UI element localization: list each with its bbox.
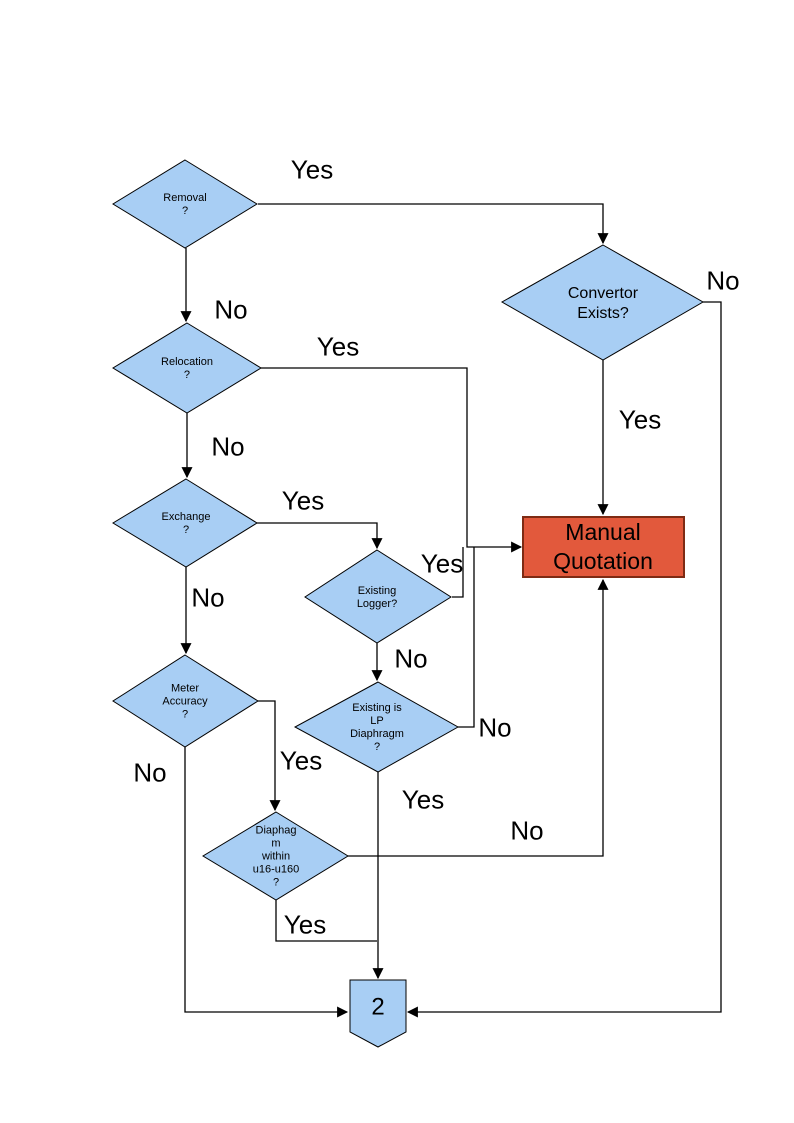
node-meter-accuracy-label: Meter Accuracy ? xyxy=(162,682,208,721)
edge-label-meter-accuracy-no: No xyxy=(133,757,167,788)
edge-label-removal-no: No xyxy=(214,294,248,325)
node-manual-quotation-shape xyxy=(522,516,685,578)
node-existing-lp-diaphragm-label: Existing is LP Diaphragm ? xyxy=(350,702,404,753)
edge-label-existing-lp-no: No xyxy=(478,712,512,743)
edge-convertor-no xyxy=(406,301,722,1018)
edge-label-diaphragm-yes: Yes xyxy=(283,909,327,940)
node-relocation-label: Relocation ? xyxy=(161,356,213,381)
node-convertor-exists-label: Convertor Exists? xyxy=(567,285,639,322)
edge-label-convertor-yes: Yes xyxy=(618,404,662,435)
edge-label-relocation-yes: Yes xyxy=(316,331,360,362)
edge-label-removal-yes: Yes xyxy=(290,154,334,185)
node-removal-shape xyxy=(112,159,258,249)
edge-diaphragm-yes xyxy=(275,900,377,942)
node-convertor-exists-shape xyxy=(500,244,705,361)
edge-label-relocation-no: No xyxy=(211,431,245,462)
edge-existing-lp-no xyxy=(458,547,475,728)
node-existing-logger-label: Existing Logger? xyxy=(356,585,398,610)
node-manual-quotation-label: Manual Quotation xyxy=(553,519,653,574)
node-offpage-connector-label: 2 xyxy=(371,993,385,1021)
node-offpage-connector-shape xyxy=(349,979,407,1048)
edge-exchange-yes xyxy=(257,522,383,550)
node-existing-logger-shape xyxy=(304,549,452,644)
edge-label-meter-accuracy-yes: Yes xyxy=(279,745,323,776)
edge-label-existing-lp-yes: Yes xyxy=(401,784,445,815)
edge-relocation-yes xyxy=(261,367,523,553)
edge-meter-accuracy-yes xyxy=(258,700,281,812)
edge-label-existing-logger-yes: Yes xyxy=(420,548,464,579)
node-diaphragm-range-shape xyxy=(202,811,349,901)
node-exchange-shape xyxy=(112,478,258,568)
edge-existing-logger-yes xyxy=(452,547,464,598)
node-existing-lp-diaphragm-shape xyxy=(293,681,460,773)
edge-label-exchange-yes: Yes xyxy=(281,485,325,516)
node-relocation-shape xyxy=(112,322,262,414)
node-exchange-label: Exchange ? xyxy=(161,511,211,536)
edge-removal-yes xyxy=(258,203,609,245)
node-removal-label: Removal ? xyxy=(163,192,207,217)
edge-meter-accuracy-no xyxy=(184,747,349,1018)
node-diaphragm-range-label: Diaphag m within u16-u160 ? xyxy=(252,824,300,889)
edge-label-convertor-no: No xyxy=(706,265,740,296)
edge-label-diaphragm-no: No xyxy=(510,815,544,846)
node-meter-accuracy-shape xyxy=(112,654,259,748)
edge-label-existing-logger-no: No xyxy=(394,643,428,674)
edge-label-exchange-no: No xyxy=(191,582,225,613)
edge-diaphragm-no xyxy=(348,578,609,857)
